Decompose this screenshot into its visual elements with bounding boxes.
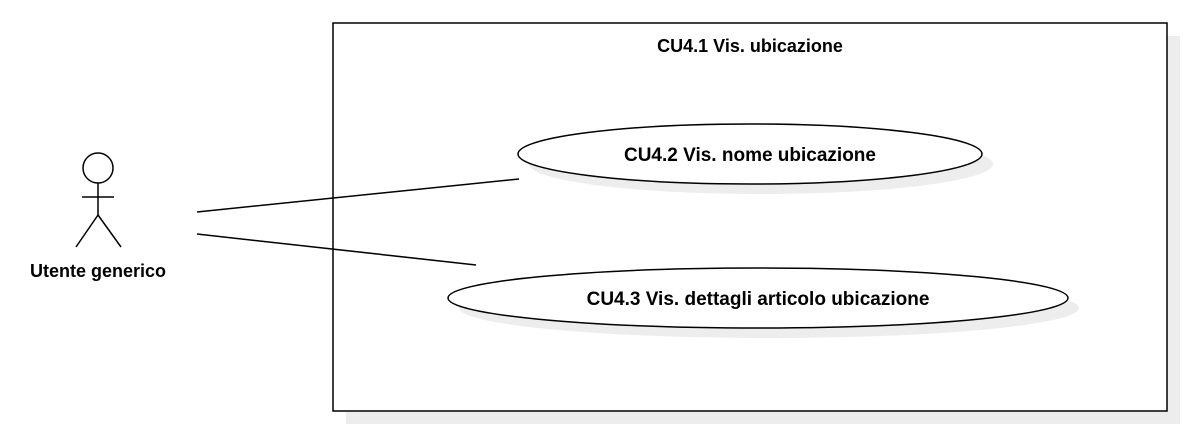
stick-figure-icon	[75, 152, 122, 248]
use-case-cu4-2[interactable]: CU4.2 Vis. nome ubicazione	[517, 123, 993, 194]
actor-head	[82, 152, 114, 184]
system-boundary-box	[332, 22, 1168, 412]
association-actor-cu4-2[interactable]	[196, 178, 520, 213]
system-boundary[interactable]: CU4.1 Vis. ubicazione	[332, 22, 1180, 424]
use-case-cu4-3[interactable]: CU4.3 Vis. dettagli articolo ubicazione	[447, 267, 1079, 338]
actor-left-leg	[75, 214, 99, 248]
use-case-label: CU4.3 Vis. dettagli articolo ubicazione	[587, 289, 930, 310]
use-case-ellipse	[447, 267, 1069, 329]
actor-label: Utente generico	[30, 261, 166, 281]
actor-right-leg	[97, 214, 122, 248]
association-actor-cu4-3[interactable]	[196, 233, 477, 266]
actor-utente-generico[interactable]: Utente generico	[30, 152, 166, 281]
use-case-label: CU4.2 Vis. nome ubicazione	[624, 145, 876, 166]
system-title: CU4.1 Vis. ubicazione	[657, 36, 843, 56]
use-case-ellipse	[517, 123, 983, 185]
